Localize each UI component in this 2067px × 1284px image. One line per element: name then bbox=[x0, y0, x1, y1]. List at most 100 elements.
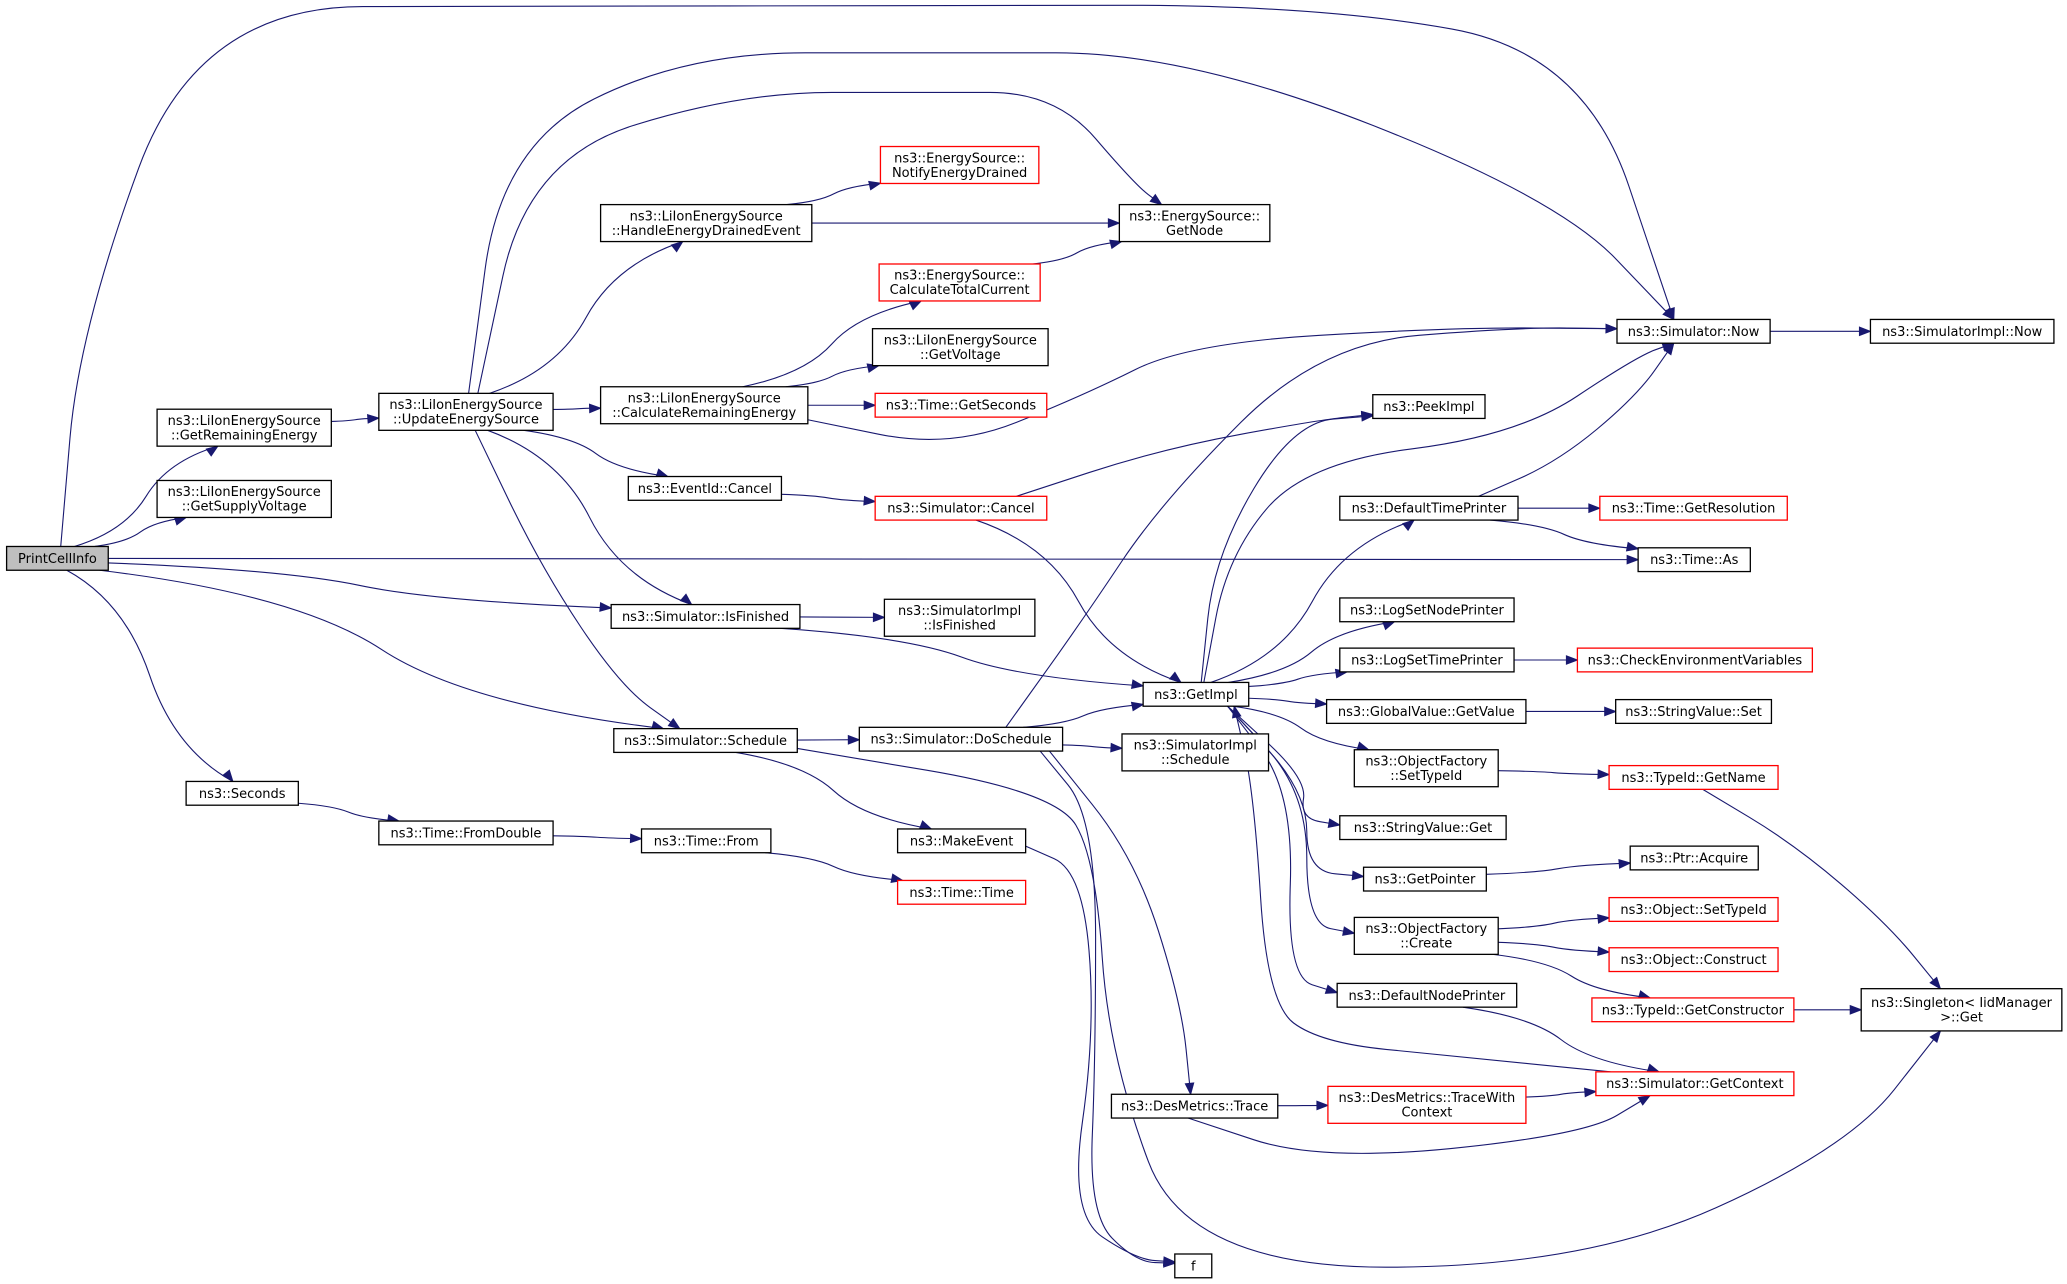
node-box[interactable] bbox=[1339, 495, 1519, 521]
node-getresolution[interactable]: ns3::Time::GetResolution bbox=[1599, 495, 1788, 521]
node-box[interactable] bbox=[1616, 318, 1771, 344]
node-getcontext[interactable]: ns3::Simulator::GetContext bbox=[1595, 1071, 1795, 1097]
node-box[interactable] bbox=[1629, 845, 1759, 871]
node-schedule[interactable]: ns3::Simulator::Schedule bbox=[613, 727, 798, 754]
node-box[interactable] bbox=[1336, 982, 1518, 1008]
node-box[interactable] bbox=[874, 495, 1048, 521]
node-timefrom[interactable]: ns3::Time::From bbox=[640, 828, 772, 854]
node-objconstruct[interactable]: ns3::Object::Construct bbox=[1608, 947, 1779, 973]
node-printcellinfo[interactable]: PrintCellInfo bbox=[5, 545, 109, 571]
node-box[interactable] bbox=[883, 598, 1036, 637]
node-getconstructor[interactable]: ns3::TypeId::GetConstructor bbox=[1591, 997, 1795, 1023]
node-ofsettypeid[interactable]: ns3::ObjectFactory::SetTypeId bbox=[1353, 749, 1499, 788]
node-ptracquire[interactable]: ns3::Ptr::Acquire bbox=[1629, 845, 1759, 871]
node-box[interactable] bbox=[1339, 815, 1507, 841]
node-box[interactable] bbox=[1595, 1071, 1795, 1097]
node-box[interactable] bbox=[1110, 1093, 1279, 1119]
node-box[interactable] bbox=[1142, 681, 1250, 707]
node-box[interactable] bbox=[610, 603, 801, 629]
node-doschedule[interactable]: ns3::Simulator::DoSchedule bbox=[858, 726, 1064, 752]
node-getsupplyvoltage[interactable]: ns3::LiIonEnergySource::GetSupplyVoltage bbox=[156, 479, 332, 519]
node-fromdouble[interactable]: ns3::Time::FromDouble bbox=[378, 820, 554, 846]
node-box[interactable] bbox=[5, 545, 109, 571]
node-box[interactable] bbox=[156, 408, 332, 447]
node-defaulttimeprinter[interactable]: ns3::DefaultTimePrinter bbox=[1339, 495, 1519, 521]
node-getnode[interactable]: ns3::EnergySource::GetNode bbox=[1118, 203, 1271, 243]
node-notifydrained[interactable]: ns3::EnergySource::NotifyEnergyDrained bbox=[879, 145, 1040, 185]
node-implnow[interactable]: ns3::SimulatorImpl::Now bbox=[1869, 318, 2055, 344]
node-makeevent[interactable]: ns3::MakeEvent bbox=[896, 828, 1027, 854]
node-box[interactable] bbox=[1174, 1253, 1213, 1279]
node-box[interactable] bbox=[1860, 988, 2063, 1032]
node-logsetnodeprinter[interactable]: ns3::LogSetNodePrinter bbox=[1339, 597, 1515, 623]
node-box[interactable] bbox=[378, 392, 554, 431]
node-box[interactable] bbox=[1121, 733, 1270, 772]
node-box[interactable] bbox=[599, 203, 813, 243]
node-eventidcancel[interactable]: ns3::EventId::Cancel bbox=[627, 475, 783, 501]
node-box[interactable] bbox=[1325, 698, 1527, 725]
node-handleenergydrained[interactable]: ns3::LiIonEnergySource::HandleEnergyDrai… bbox=[599, 203, 813, 243]
node-box[interactable] bbox=[156, 479, 332, 519]
node-timeas[interactable]: ns3::Time::As bbox=[1637, 547, 1751, 573]
node-f[interactable]: f bbox=[1174, 1253, 1213, 1279]
node-typeidgetname[interactable]: ns3::TypeId::GetName bbox=[1608, 764, 1779, 791]
node-timetime[interactable]: ns3::Time::Time bbox=[896, 879, 1027, 905]
node-peekimpl[interactable]: ns3::PeekImpl bbox=[1372, 394, 1486, 420]
node-isfinished[interactable]: ns3::Simulator::IsFinished bbox=[610, 603, 801, 629]
node-box[interactable] bbox=[879, 145, 1040, 185]
node-box[interactable] bbox=[896, 828, 1027, 854]
node-box[interactable] bbox=[627, 475, 783, 501]
node-seconds[interactable]: ns3::Seconds bbox=[185, 780, 299, 806]
node-box[interactable] bbox=[613, 727, 798, 754]
node-getremainingenergy[interactable]: ns3::LiIonEnergySource::GetRemainingEner… bbox=[156, 408, 332, 447]
node-objsettypeid[interactable]: ns3::Object::SetTypeId bbox=[1608, 896, 1779, 923]
node-box[interactable] bbox=[1608, 947, 1779, 973]
node-box[interactable] bbox=[871, 328, 1049, 367]
node-implschedule[interactable]: ns3::SimulatorImpl::Schedule bbox=[1121, 733, 1270, 772]
node-logsettimeprinter[interactable]: ns3::LogSetTimePrinter bbox=[1339, 647, 1515, 673]
node-getseconds[interactable]: ns3::Time::GetSeconds bbox=[874, 392, 1048, 418]
node-box[interactable] bbox=[378, 820, 554, 846]
node-box[interactable] bbox=[858, 726, 1064, 752]
node-box[interactable] bbox=[1576, 647, 1814, 673]
node-box[interactable] bbox=[896, 879, 1027, 905]
node-destrace[interactable]: ns3::DesMetrics::Trace bbox=[1110, 1093, 1279, 1119]
node-box[interactable] bbox=[1362, 866, 1487, 892]
node-singletonget[interactable]: ns3::Singleton< IidManager >::Get bbox=[1860, 988, 2063, 1032]
node-calcremaining[interactable]: ns3::LiIonEnergySource::CalculateRemaini… bbox=[599, 386, 809, 425]
node-box[interactable] bbox=[185, 780, 299, 806]
node-calctotalcurrent[interactable]: ns3::EnergySource::CalculateTotalCurrent bbox=[878, 263, 1041, 302]
node-box[interactable] bbox=[874, 392, 1048, 418]
node-updateenergysource[interactable]: ns3::LiIonEnergySource::UpdateEnergySour… bbox=[378, 392, 554, 431]
node-implisfinished[interactable]: ns3::SimulatorImpl::IsFinished bbox=[883, 598, 1036, 637]
node-getpointer[interactable]: ns3::GetPointer bbox=[1362, 866, 1487, 892]
node-box[interactable] bbox=[1615, 698, 1773, 725]
node-box[interactable] bbox=[1637, 547, 1751, 573]
node-box[interactable] bbox=[1327, 1085, 1527, 1124]
node-ofcreate[interactable]: ns3::ObjectFactory::Create bbox=[1353, 916, 1499, 956]
node-box[interactable] bbox=[1353, 916, 1499, 956]
node-stringvalueset[interactable]: ns3::StringValue::Set bbox=[1615, 698, 1773, 725]
node-box[interactable] bbox=[1591, 997, 1795, 1023]
node-box[interactable] bbox=[1118, 203, 1271, 243]
node-getvoltage[interactable]: ns3::LiIonEnergySource::GetVoltage bbox=[871, 328, 1049, 367]
node-box[interactable] bbox=[1339, 597, 1515, 623]
node-checkenv[interactable]: ns3::CheckEnvironmentVariables bbox=[1576, 647, 1814, 673]
node-box[interactable] bbox=[1608, 764, 1779, 791]
node-box[interactable] bbox=[1353, 749, 1499, 788]
node-box[interactable] bbox=[1869, 318, 2055, 344]
node-box[interactable] bbox=[599, 386, 809, 425]
node-globalgetvalue[interactable]: ns3::GlobalValue::GetValue bbox=[1325, 698, 1527, 725]
node-box[interactable] bbox=[878, 263, 1041, 302]
node-defaultnodeprinter[interactable]: ns3::DefaultNodePrinter bbox=[1336, 982, 1518, 1008]
node-box[interactable] bbox=[640, 828, 772, 854]
node-stringvalueget[interactable]: ns3::StringValue::Get bbox=[1339, 815, 1507, 841]
node-getimpl[interactable]: ns3::GetImpl bbox=[1142, 681, 1250, 707]
node-simcancel[interactable]: ns3::Simulator::Cancel bbox=[874, 495, 1048, 521]
node-box[interactable] bbox=[1608, 896, 1779, 923]
node-box[interactable] bbox=[1372, 394, 1486, 420]
node-box[interactable] bbox=[1599, 495, 1788, 521]
node-simnow[interactable]: ns3::Simulator::Now bbox=[1616, 318, 1771, 344]
node-box[interactable] bbox=[1339, 647, 1515, 673]
